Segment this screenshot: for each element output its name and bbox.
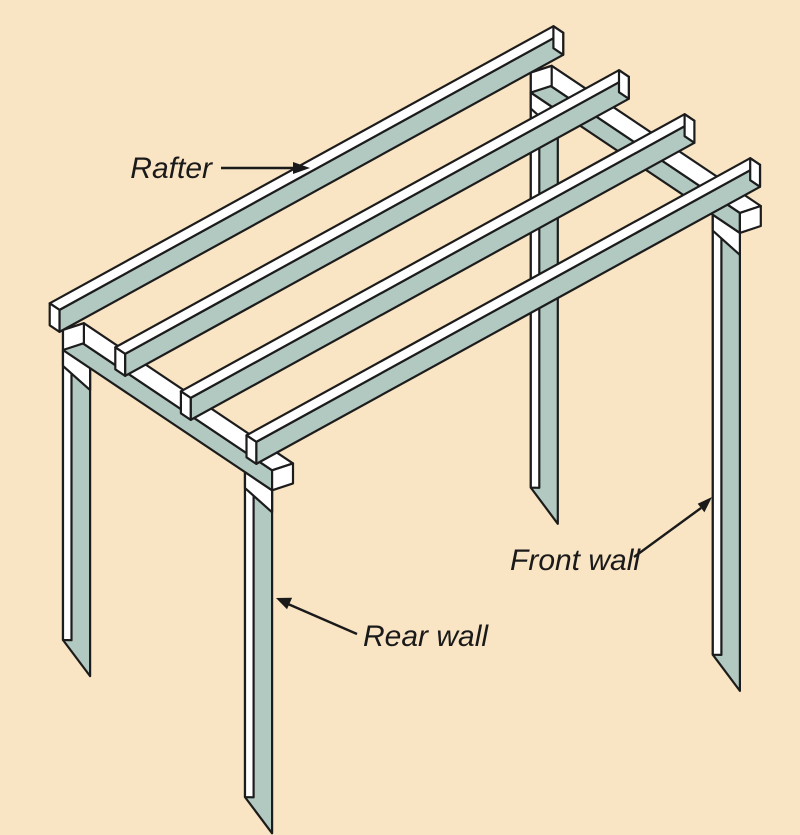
rafter-arrowhead-icon bbox=[293, 162, 310, 174]
rear-wall-left-post-end-face bbox=[61, 346, 73, 642]
rafter-2-tail-end bbox=[114, 346, 127, 377]
front-wall-label: Front wall bbox=[510, 544, 641, 577]
front-wall-arrow-line bbox=[633, 507, 702, 558]
front-wall-top-plate-left-end bbox=[529, 64, 553, 94]
rear-wall-top-plate-face bbox=[61, 328, 274, 492]
rear-wall-right-post-end-face bbox=[243, 468, 255, 799]
rafter-4-top-face bbox=[245, 157, 762, 443]
rafter-label: Rafter bbox=[130, 152, 213, 185]
front-wall-arrowhead-icon bbox=[697, 497, 712, 513]
rafter-1-head-end bbox=[552, 25, 565, 56]
rafter-4-head-end bbox=[749, 157, 762, 188]
annotations: Rafter Front wall Rear wall bbox=[130, 152, 712, 653]
rafter-annotation: Rafter bbox=[130, 152, 310, 185]
front-wall-annotation: Front wall bbox=[510, 497, 712, 577]
rafter-2-head-end bbox=[617, 69, 630, 100]
frame-geometry bbox=[48, 25, 762, 835]
rafter-1-tail-end bbox=[48, 302, 61, 333]
rafter-3-head-end bbox=[683, 113, 696, 144]
rear-wall-top-plate-left-end bbox=[61, 322, 86, 352]
rear-wall-arrowhead-icon bbox=[276, 597, 293, 610]
front-wall-right-post-end-face bbox=[711, 210, 723, 657]
rafter-4-tail-end bbox=[245, 434, 258, 465]
rafter-3-tail-end bbox=[179, 390, 192, 421]
rear-wall-annotation: Rear wall bbox=[276, 597, 489, 653]
rear-wall-top-plate-right-end bbox=[271, 462, 295, 492]
rear-wall-arrow-line bbox=[287, 602, 358, 636]
rear-wall-label: Rear wall bbox=[363, 620, 489, 653]
front-wall-top-plate-right-end bbox=[738, 204, 762, 234]
